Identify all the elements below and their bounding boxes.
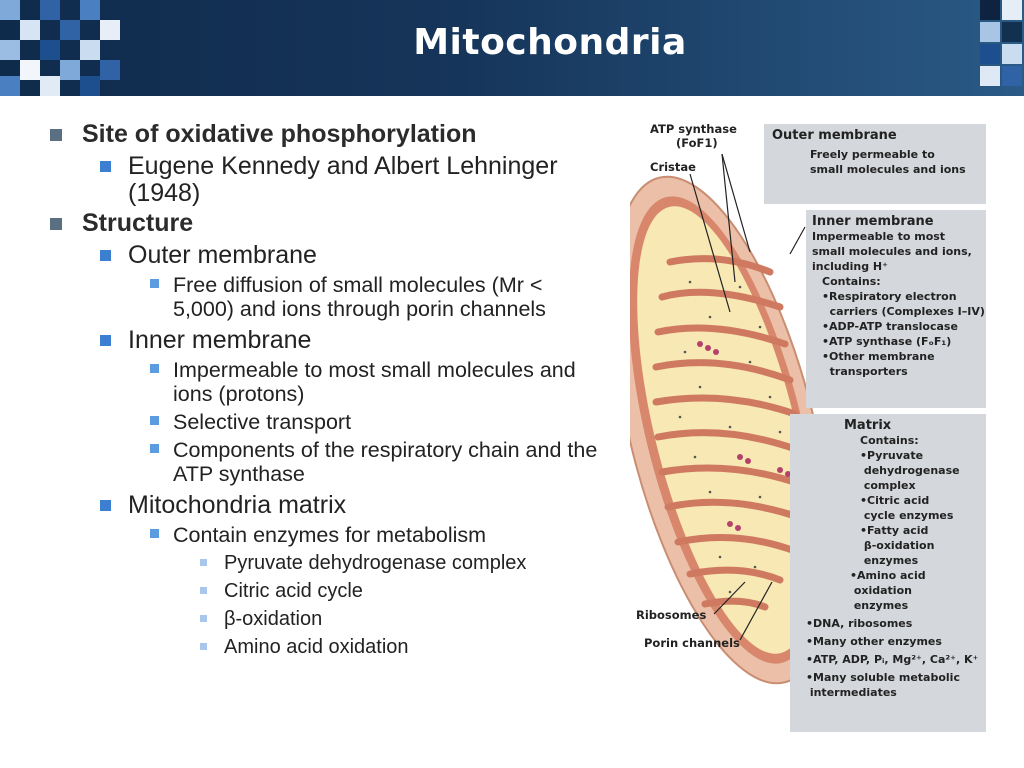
list-item-text: Amino acid oxidation — [224, 636, 409, 658]
matrix-line: •DNA, ribosomes — [806, 617, 913, 630]
square-bullet-icon — [150, 279, 159, 288]
list-item-text: Citric acid cycle — [224, 580, 363, 602]
list-item-text: Mitochondria matrix — [128, 491, 347, 519]
list-item: Selective transport — [44, 410, 604, 434]
matrix-line: •Amino acid — [850, 569, 926, 582]
square-bullet-icon — [200, 643, 207, 650]
list-item-text: Impermeable to most small molecules and … — [173, 358, 576, 406]
list-item: Citric acid cycle — [44, 579, 604, 603]
list-item-text: Site of oxidative phosphorylation — [82, 120, 477, 148]
square-bullet-icon — [100, 500, 111, 511]
outer-membrane-title: Outer membrane — [772, 128, 897, 143]
square-bullet-icon — [100, 250, 111, 261]
mitochondrion-illustration — [630, 146, 833, 685]
matrix-line: intermediates — [806, 686, 897, 699]
ribosomes-label: Ribosomes — [636, 608, 707, 622]
matrix-line: oxidation — [850, 584, 912, 597]
inner-line: Contains: — [822, 275, 881, 288]
matrix-line: β-oxidation — [860, 539, 935, 552]
inner-line: small molecules and ions, — [812, 245, 972, 258]
list-item: Inner membrane — [44, 327, 604, 354]
inner-line: •ATP synthase (FₒF₁) — [822, 335, 952, 348]
atp-synthase-label: ATP synthase — [650, 122, 737, 136]
list-item-text: Free diffusion of small molecules (Mr < … — [173, 273, 546, 321]
list-item-text: Selective transport — [173, 410, 352, 434]
matrix-line: enzymes — [850, 599, 909, 612]
outer-membrane-box: Outer membrane Freely permeable to small… — [764, 124, 986, 204]
matrix-line: •Fatty acid — [860, 524, 929, 537]
cristae-label: Cristae — [650, 160, 696, 174]
list-item: Site of oxidative phosphorylation — [44, 120, 604, 149]
inner-line: •Other membrane — [822, 350, 935, 363]
list-item-text: Pyruvate dehydrogenase complex — [224, 552, 527, 574]
square-bullet-icon — [100, 335, 111, 346]
square-bullet-icon — [50, 129, 62, 141]
matrix-line: dehydrogenase — [860, 464, 960, 477]
list-item-text: β-oxidation — [224, 608, 323, 630]
slide-header: Mitochondria — [0, 0, 1024, 96]
list-item: Eugene Kennedy and Albert Lehninger (194… — [44, 153, 604, 207]
header-checker-decoration-right — [980, 0, 1024, 96]
inner-membrane-desc: Impermeable to most small molecules and … — [812, 229, 985, 379]
list-item: Impermeable to most small molecules and … — [44, 358, 604, 406]
inner-line: carriers (Complexes I–IV) — [822, 305, 985, 318]
list-item-text: Eugene Kennedy and Albert Lehninger (194… — [128, 152, 558, 207]
inner-line: Impermeable to most — [812, 230, 946, 243]
list-item: Amino acid oxidation — [44, 635, 604, 659]
porin-channels-label: Porin channels — [644, 636, 740, 650]
square-bullet-icon — [200, 559, 207, 566]
list-item-text: Outer membrane — [128, 241, 317, 269]
outer-membrane-desc: Freely permeable to small molecules and … — [772, 147, 978, 177]
square-bullet-icon — [150, 529, 159, 538]
matrix-line: •Many soluble metabolic — [806, 671, 960, 684]
slide-title: Mitochondria — [413, 22, 687, 63]
matrix-line: •Pyruvate — [860, 449, 924, 462]
matrix-line: cycle enzymes — [860, 509, 954, 522]
list-item-text: Components of the respiratory chain and … — [173, 438, 598, 486]
cristae-folds — [652, 255, 804, 611]
matrix-line: •Many other enzymes — [806, 635, 942, 648]
matrix-line: •Citric acid — [860, 494, 930, 507]
inner-line: transporters — [822, 365, 908, 378]
matrix-box: Matrix Contains: •Pyruvate dehydrogenase… — [790, 414, 986, 732]
list-item: Contain enzymes for metabolism — [44, 523, 604, 547]
atp-synthase-dots — [697, 341, 791, 531]
outer-line: Freely permeable to — [810, 148, 935, 161]
inner-membrane-title: Inner membrane — [812, 214, 934, 229]
mitochondrion-diagram: ATP synthase (FoF1) Cristae Ribosomes Po… — [630, 112, 996, 738]
square-bullet-icon — [200, 587, 207, 594]
square-bullet-icon — [150, 416, 159, 425]
matrix-desc: Contains: •Pyruvate dehydrogenase comple… — [796, 433, 980, 700]
inner-line: •Respiratory electron — [822, 290, 957, 303]
matrix-title: Matrix — [844, 418, 892, 433]
list-item: Outer membrane — [44, 242, 604, 269]
list-item: Components of the respiratory chain and … — [44, 438, 604, 486]
square-bullet-icon — [200, 615, 207, 622]
ribosome-dots — [678, 280, 782, 594]
list-item-text: Inner membrane — [128, 326, 312, 354]
inner-line: including H⁺ — [812, 260, 888, 273]
atp-synthase-sub-label: (FoF1) — [676, 136, 718, 150]
outer-line: small molecules and ions — [810, 163, 966, 176]
list-item: Free diffusion of small molecules (Mr < … — [44, 273, 604, 321]
square-bullet-icon — [50, 218, 62, 230]
inner-line: •ADP-ATP translocase — [822, 320, 958, 333]
square-bullet-icon — [100, 161, 111, 172]
header-checker-decoration-left — [0, 0, 120, 96]
matrix-line: complex — [860, 479, 916, 492]
matrix-line: enzymes — [860, 554, 919, 567]
list-item-text: Structure — [82, 209, 194, 237]
list-item: Pyruvate dehydrogenase complex — [44, 551, 604, 575]
list-item: Structure — [44, 209, 604, 238]
bullet-list: Site of oxidative phosphorylation Eugene… — [44, 120, 604, 663]
square-bullet-icon — [150, 444, 159, 453]
matrix-line: Contains: — [860, 434, 919, 447]
list-item: β-oxidation — [44, 607, 604, 631]
square-bullet-icon — [150, 364, 159, 373]
matrix-line: •ATP, ADP, Pᵢ, Mg²⁺, Ca²⁺, K⁺ — [806, 653, 979, 666]
list-item: Mitochondria matrix — [44, 492, 604, 519]
inner-membrane-box: Inner membrane Impermeable to most small… — [806, 210, 986, 408]
list-item-text: Contain enzymes for metabolism — [173, 523, 487, 547]
